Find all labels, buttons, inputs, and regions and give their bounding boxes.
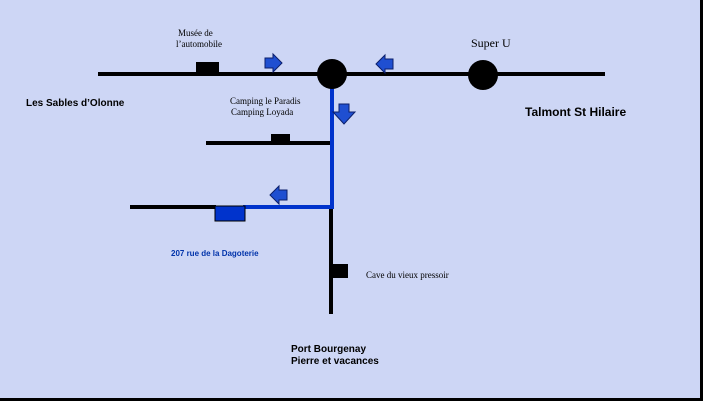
label-camping-line1: Camping le Paradis [230,96,301,106]
roundabout-icon [317,59,347,89]
label-talmont: Talmont St Hilaire [525,105,626,119]
label-port-line1: Port Bourgenay [291,344,366,355]
route-line [243,80,334,209]
label-camping-line2: Camping Loyada [231,107,293,117]
arrow-left-icon [375,53,394,75]
label-address: 207 rue de la Dagoterie [171,249,259,258]
label-musee-line2: l’automobile [176,39,222,49]
label-musee-line1: Musée de [178,28,213,38]
building-marker-icon [332,264,348,278]
building-marker-icon [271,134,290,143]
roundabout-icon [468,60,498,90]
arrow-left-icon [269,184,288,206]
label-super-u: Super U [471,36,511,50]
label-port-line2: Pierre et vacances [291,356,379,367]
building-marker-icon [196,62,219,74]
destination-marker-icon [214,205,246,222]
label-les-sables: Les Sables d’Olonne [26,98,125,109]
arrow-down-icon [331,103,357,125]
label-cave: Cave du vieux pressoir [366,270,449,280]
arrow-right-icon [264,52,283,74]
